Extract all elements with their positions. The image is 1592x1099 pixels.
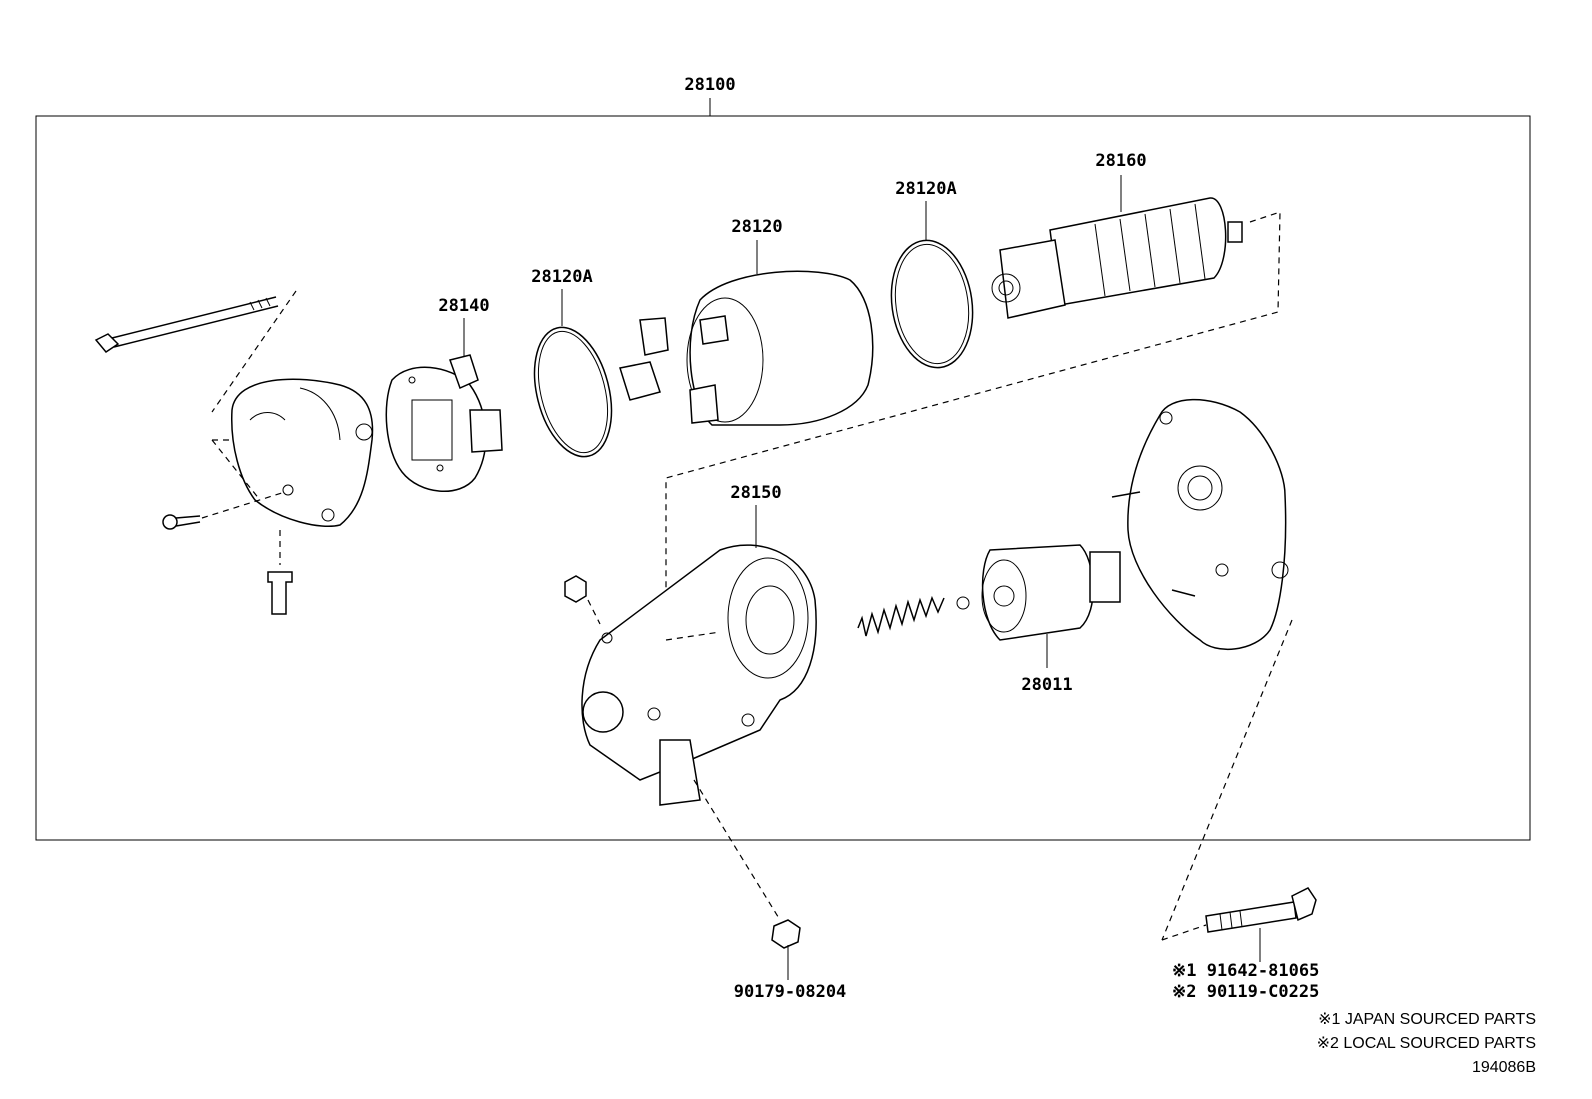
- label-28120[interactable]: 28120: [731, 217, 782, 237]
- end-cover: [231, 378, 374, 527]
- return-spring: [857, 595, 970, 637]
- cover-screw: [162, 514, 201, 530]
- label-28150[interactable]: 28150: [730, 483, 781, 503]
- yoke: [619, 270, 874, 426]
- grommet: [267, 571, 293, 615]
- oring-right-inner: [894, 243, 970, 365]
- label-28160[interactable]: 28160: [1095, 151, 1146, 171]
- label-bolt-local[interactable]: ※2 90119-C0225: [1172, 982, 1319, 1002]
- small-nut-guide: [587, 599, 601, 625]
- flange-bolt: [1205, 887, 1317, 933]
- label-28120a-left[interactable]: 28120A: [531, 267, 592, 287]
- note-local-sourced: ※2 LOCAL SOURCED PARTS: [1317, 1035, 1536, 1052]
- hex-nut: [771, 919, 801, 949]
- drawing-id: 194086B: [1472, 1059, 1536, 1076]
- note-japan-sourced: ※1 JAPAN SOURCED PARTS: [1318, 1011, 1536, 1028]
- screw-guide-line: [201, 491, 286, 519]
- oring-right: [890, 239, 974, 369]
- label-28011[interactable]: 28011: [1021, 675, 1072, 695]
- cover-guide-b: [211, 439, 261, 501]
- clutch: [981, 544, 1121, 641]
- armature-guide-line: [665, 211, 1281, 640]
- label-bolt-japan[interactable]: ※1 91642-81065: [1172, 961, 1319, 981]
- armature: [991, 197, 1243, 319]
- leader-lines: [463, 175, 1261, 980]
- through-bolt: [94, 296, 279, 353]
- drive-housing-guide-a: [1161, 619, 1293, 941]
- bolt-guide-line: [211, 290, 297, 413]
- label-28140[interactable]: 28140: [438, 296, 489, 316]
- label-28120a-right[interactable]: 28120A: [895, 179, 956, 199]
- oring-left: [533, 326, 613, 458]
- assembly-bracket: [35, 98, 1531, 841]
- housing-guide-a: [665, 631, 721, 641]
- brush-holder: [385, 354, 503, 492]
- label-90179-08204[interactable]: 90179-08204: [734, 982, 847, 1002]
- drive-housing-guide-b: [1161, 924, 1207, 941]
- hex-nut-guide: [693, 779, 781, 921]
- oring-left-inner: [538, 330, 608, 454]
- drive-housing: [1111, 398, 1289, 651]
- housing: [581, 544, 817, 806]
- label-28100[interactable]: 28100: [684, 75, 735, 95]
- small-nut: [564, 575, 587, 603]
